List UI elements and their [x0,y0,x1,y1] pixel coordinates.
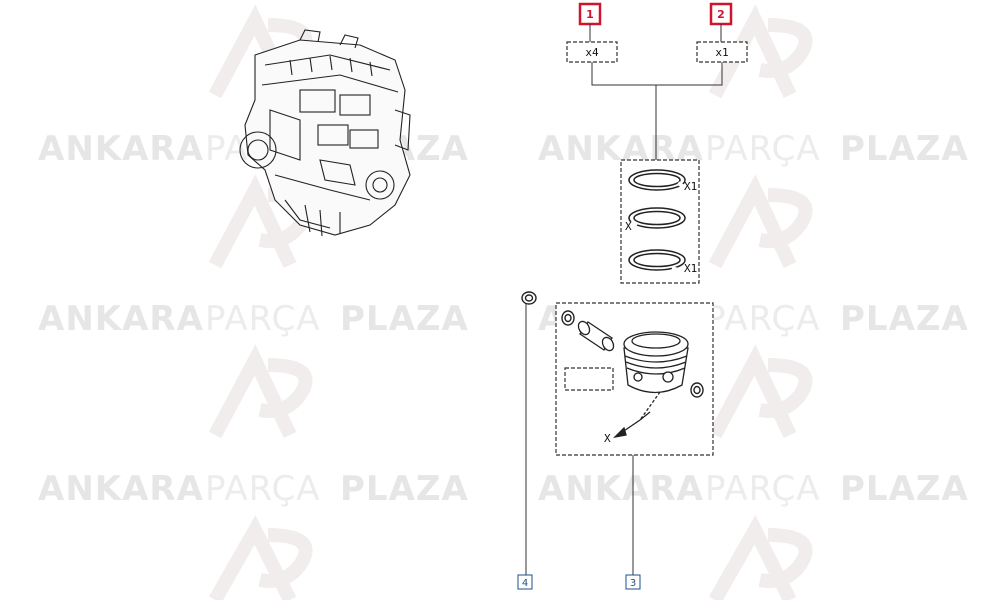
watermark-logo [208,344,313,439]
callout-3[interactable]: 3 [625,574,641,590]
piston-assembly-group: X [521,291,714,456]
ring-mark: X [625,220,632,233]
watermark-word: ANKARA [538,469,704,509]
watermark-layer: ANKARA PARÇA PLAZA ANKARA PARÇA PLAZA AN… [38,4,969,600]
watermark-row: ANKARA PARÇA PLAZA ANKARA PARÇA PLAZA [38,299,969,339]
ring-mark: X1 [684,262,697,275]
piston-pin [577,320,615,352]
watermark-row: ANKARA PARÇA PLAZA ANKARA PARÇA PLAZA [38,469,969,509]
callout-2[interactable]: 2 [709,2,733,26]
watermark-logo [208,515,313,600]
callout-number: 1 [586,8,594,21]
circlip [521,291,537,305]
watermark-word: PARÇA [705,469,821,509]
quantity-box-1: x4 [566,41,618,63]
leader-lines [525,304,634,575]
callout-1[interactable]: 1 [578,2,602,26]
circlip [561,310,575,326]
watermark-word: PLAZA [840,469,969,509]
piston-ring [628,207,686,229]
watermark-word: ANKARA [38,299,204,339]
watermark-word: PLAZA [840,129,969,169]
callout-number: 2 [717,8,725,21]
watermark-word: PLAZA [340,469,469,509]
watermark-row: ANKARA PARÇA PLAZA ANKARA PARÇA PLAZA [38,129,969,169]
watermark-word: PARÇA [205,469,321,509]
piston-ring [628,169,686,191]
quantity-label: x1 [715,46,728,59]
watermark-word: ANKARA [38,129,204,169]
watermark-logo [708,515,813,600]
watermark-logo [708,174,813,269]
callout-number: 3 [630,578,636,589]
circlip [690,382,704,398]
piston-mark: X [604,432,611,445]
callout-4[interactable]: 4 [517,574,533,590]
ring-mark: X1 [684,180,697,193]
piston-ring [628,249,686,272]
watermark-word: PARÇA [705,129,821,169]
direction-arrow [613,391,661,439]
piston-body [623,331,689,394]
part-box-empty [564,367,614,391]
watermark-word: ANKARA [38,469,204,509]
engine-illustration [239,29,411,237]
quantity-label: x4 [585,46,599,59]
watermark-word: PARÇA [705,299,821,339]
callout-number: 4 [522,578,528,589]
quantity-box-2: x1 [696,41,748,63]
connector-lines [591,62,723,160]
watermark-word: PARÇA [205,299,321,339]
piston-rings-group: X1 X X1 [620,159,700,284]
watermark-logo [708,4,813,99]
watermark-logo [708,344,813,439]
watermark-word: PLAZA [840,299,969,339]
watermark-word: PLAZA [340,299,469,339]
